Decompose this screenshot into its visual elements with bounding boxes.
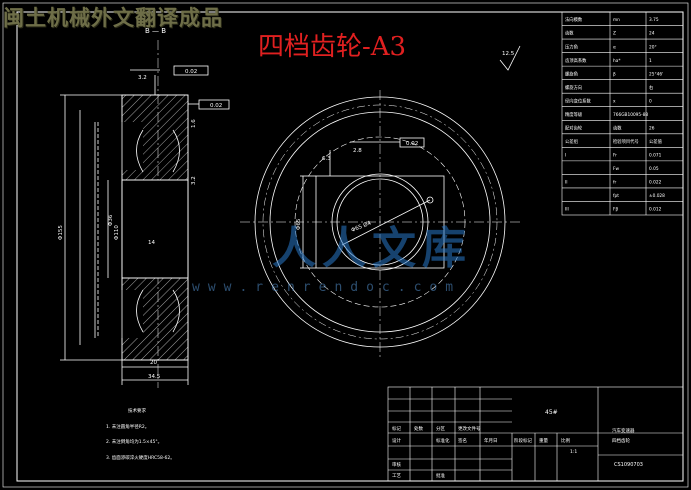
- dim-web: 14: [148, 240, 155, 246]
- gear-table-cell: x: [613, 99, 616, 104]
- title-block: [387, 386, 684, 482]
- title-review-2: 批准: [436, 472, 445, 479]
- section-label: B — B: [145, 27, 166, 35]
- tech-note-1: 1. 未注圆角半径R2。: [106, 423, 149, 430]
- gear-table-cell: 径向变位系数: [565, 97, 591, 104]
- title-mark-2: 分区: [436, 425, 445, 432]
- title-sign-3: 年月日: [484, 437, 498, 444]
- web-relief-upper: [95, 122, 143, 170]
- gear-table-cell: II: [565, 180, 568, 186]
- dim-inner-dia: Φ110: [114, 225, 120, 240]
- gear-table-cell: fpt: [613, 193, 619, 199]
- title-meta-2: 比例: [561, 437, 570, 444]
- gear-table-cell: 螺旋方向: [565, 84, 582, 91]
- tol-right: 0.02: [210, 103, 222, 109]
- title-review-1: 工艺: [392, 473, 401, 479]
- watermark-url: www.renrendoc.com: [192, 280, 462, 295]
- gear-table-cell: 0.071: [649, 153, 662, 159]
- gear-table-cell: Z: [613, 31, 616, 37]
- tech-note-3: 3. 齿面渗碳淬火硬度HRC58-62。: [106, 454, 175, 461]
- gear-table-cell: Fβ: [613, 207, 618, 213]
- title-mark-0: 标记: [392, 425, 401, 432]
- gear-table-cell: 1: [649, 58, 652, 64]
- title-meta-1: 重量: [539, 437, 548, 444]
- title-scale: 1:1: [570, 449, 577, 455]
- gear-table-cell: 配对齿轮: [565, 124, 583, 131]
- gear-table-cell: 24: [649, 31, 655, 37]
- title-part-name: 四档齿轮: [612, 437, 630, 444]
- gear-table-cell: 0: [649, 98, 652, 104]
- tol-tag-front: 0.02: [406, 141, 418, 147]
- title-sign-1: 标准化: [436, 437, 450, 444]
- dim-width-20: 20: [150, 360, 157, 366]
- gear-table-cell: 齿数: [565, 30, 574, 37]
- gear-table-cell: β: [613, 71, 616, 77]
- section-view: B — B: [60, 27, 230, 388]
- gear-table-cell: 法向模数: [565, 16, 583, 23]
- title-sign-2: 签名: [458, 437, 467, 444]
- gear-table-cell: 齿数: [613, 124, 622, 131]
- gear-table-cell: 766GB10095-88: [613, 112, 648, 118]
- bore: [121, 179, 189, 279]
- roughness-right: 1.6: [191, 119, 197, 128]
- gear-table-cell: 20°: [649, 44, 657, 50]
- title-sign-0: 设计: [392, 437, 401, 444]
- title-mark-1: 处数: [414, 425, 423, 432]
- drawing-title: 四档齿轮-A3: [258, 32, 407, 62]
- front-view: [240, 45, 521, 360]
- title-material: 45#: [545, 409, 558, 416]
- title-drawing-no: CS1090703: [614, 462, 643, 468]
- gear-table-cell: ha*: [613, 58, 621, 64]
- dim-keyway-depth: 6.3: [322, 156, 331, 162]
- roughness-corner: 12.5: [502, 51, 515, 57]
- gear-table-cell: 0.05: [649, 166, 659, 172]
- title-review-0: 审核: [392, 461, 401, 468]
- tech-notes-title: 技术要求: [128, 407, 146, 414]
- dim-outer-dia: Φ155: [58, 225, 64, 240]
- gear-table-cell: 检验项目代号: [613, 138, 639, 145]
- gear-table-cell: mn: [613, 18, 620, 23]
- gear-table-cell: I: [565, 153, 566, 159]
- dim-dia-left: Φ65: [296, 218, 302, 230]
- title-meta-0: 阶段标记: [514, 437, 532, 444]
- dim-keyway-w: 2.8: [353, 148, 362, 154]
- web-relief-lower: [95, 290, 143, 338]
- gear-table-cell: 25°46': [649, 71, 663, 77]
- gear-parameter-table: 法向模数 mn 3.75 齿数 Z 24 压力角 α 20° 齿顶高系数 ha* 1 螺旋角 β 25°46…: [561, 11, 684, 216]
- gear-table-cell: 螺旋角: [565, 70, 578, 77]
- gear-table-cell: 0.022: [649, 180, 662, 186]
- gear-table-cell: 0.012: [649, 207, 662, 213]
- gear-table-cell: 26: [649, 125, 655, 131]
- dim-bore-dia: Φ36: [108, 214, 114, 226]
- gear-table-cell: 压力角: [565, 43, 578, 50]
- gear-table-cell: ±0.028: [649, 193, 665, 199]
- gear-table-cell: α: [613, 45, 616, 50]
- gear-table-cell: fr: [613, 180, 617, 186]
- sheet-border-inner: [16, 11, 684, 482]
- watermark-logo: 人人文库: [272, 223, 472, 274]
- gear-table-cell: 右: [649, 84, 654, 91]
- gear-table-cell: 3.75: [649, 17, 659, 23]
- gear-table-cell: Fr: [613, 153, 617, 159]
- gear-table-cell: III: [565, 207, 569, 213]
- site-banner: 闽土机械外文翻译成品: [3, 6, 223, 30]
- dim-width-total: 34.5: [148, 374, 161, 380]
- gear-table-cell: 精度等级: [565, 111, 583, 118]
- tech-note-2: 2. 未注倒角均为1.5×45°。: [106, 438, 162, 445]
- tech-notes: 技术要求 1. 未注圆角半径R2。 2. 未注倒角均为1.5×45°。 3. 齿…: [106, 407, 175, 461]
- title-mark-3: 更改文件号: [458, 425, 481, 432]
- title-school: 汽车变速器: [612, 427, 635, 434]
- dim-hub-width: 3.2: [138, 75, 147, 81]
- gear-table-cell: Fw: [613, 166, 619, 172]
- gear-table-cell: 公差值: [649, 138, 663, 145]
- gear-table-cell: 公差组: [565, 138, 579, 145]
- gear-table-cell: 齿顶高系数: [565, 57, 587, 64]
- tol-top: 0.02: [185, 69, 197, 75]
- roughness-right2: 3.2: [191, 176, 197, 185]
